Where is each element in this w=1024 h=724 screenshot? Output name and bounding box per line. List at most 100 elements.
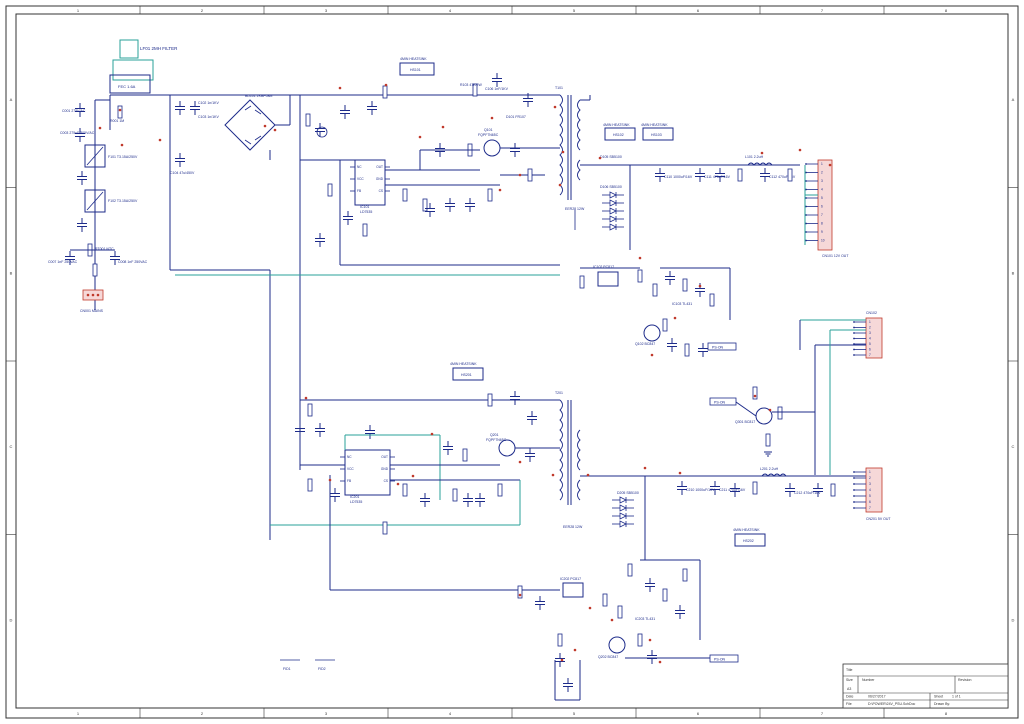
upper-opto-label: IC102 PC817 — [593, 265, 614, 269]
test-point-marker — [518, 460, 522, 464]
test-point-marker — [610, 618, 614, 622]
cy2-label: C008 1nF 250VAC — [118, 260, 148, 264]
connector-pin: 4 — [869, 337, 871, 341]
size-value: A3 — [847, 687, 851, 691]
lower-transistor — [608, 636, 626, 654]
upper-out-heatsink-b-ref: HS103 — [651, 133, 662, 137]
upper-signal-label: PS-ON — [712, 346, 724, 350]
lower-controller-part: LD7535 — [350, 500, 362, 504]
upper-mosfet-ref: Q101 — [484, 128, 493, 132]
connector-pin: 3 — [869, 482, 871, 486]
diode — [619, 496, 627, 504]
connector-pin: 10 — [821, 239, 825, 243]
lower-controller-ref: IC201 — [350, 495, 359, 499]
bridge-cap2-label: C103 1n/1KV — [198, 115, 219, 119]
lower-transformer — [559, 399, 581, 505]
lower-connector-label: CN201 5V OUT — [866, 517, 891, 521]
bridge-cap1-label: C102 1n/1KV — [198, 101, 219, 105]
test-point-marker — [586, 473, 590, 477]
upper-shunt-label: IC103 TL431 — [672, 302, 692, 306]
test-point-marker — [598, 156, 602, 160]
diode — [619, 520, 627, 528]
test-point-marker — [560, 658, 564, 662]
lower-heatsink — [452, 367, 484, 381]
lower-opto-label: IC202 PC817 — [560, 577, 581, 581]
frame-marker-top: 3 — [325, 8, 328, 13]
lower-out-heatsink-label: 4MIN HEATSINK — [733, 528, 760, 532]
thermistor-label: RT001 NTC — [95, 247, 114, 251]
upper-rectifier-array — [602, 191, 624, 231]
connector-pin: 6 — [869, 348, 871, 352]
connector-pin: 1 — [869, 470, 871, 474]
test-point-marker — [263, 124, 267, 128]
connector-pin: 6 — [821, 205, 823, 209]
upper-rectifier-label: D105 SB5100 — [600, 155, 622, 159]
lower-shunt-label: IC203 TL431 — [635, 617, 655, 621]
ic-pin-label: OUT — [381, 455, 388, 459]
bridge-label: BD101 2KBP08M — [245, 94, 273, 98]
frame-marker-right: C — [1012, 444, 1015, 449]
lower-cout3-label: C212 470uF/16V — [794, 491, 821, 495]
frame-marker-top: 7 — [821, 8, 824, 13]
connector-pin: 4 — [869, 488, 871, 492]
lower-output: D205 SB5100 C210 1000uF/16V C211 470uF/1… — [329, 467, 891, 701]
frame-marker-bottom: 3 — [325, 711, 328, 716]
test-point-marker — [551, 473, 555, 477]
line-filter-label: LF01 2MH FILTER — [140, 46, 178, 51]
upper-controller-ic — [354, 159, 386, 206]
upper-transformer-note: EER28 12W — [565, 207, 585, 211]
bulk-cap-label: C104 47u/450V — [170, 171, 195, 175]
frame-marker-top: 6 — [697, 8, 700, 13]
diode — [609, 191, 617, 199]
fiducials: FID1 FID2 — [280, 659, 335, 671]
upper-cout3-label: C112 470uF/16V — [769, 175, 796, 179]
connector-pin: 5 — [869, 342, 871, 346]
upper-heatsink-ref: HS101 — [410, 68, 421, 72]
test-point-marker — [648, 638, 652, 642]
upper-transistor-label: Q102 BC847 — [635, 342, 655, 346]
upper-optocoupler — [597, 271, 619, 287]
ic-pin-label: NC — [347, 455, 352, 459]
lower-heatsink-ref: HS201 — [461, 373, 472, 377]
upper-signal-flag — [707, 342, 737, 351]
ic-pin-label: CS — [379, 189, 383, 193]
lower-mosfet — [498, 439, 516, 457]
test-point-marker — [638, 256, 642, 260]
connector-pin: 5 — [821, 196, 823, 200]
upper-inductor — [747, 162, 773, 166]
lower-cout2-label: C211 470uF/16V — [719, 488, 746, 492]
connector-pin: 7 — [821, 213, 823, 217]
fuse-1 — [84, 144, 106, 168]
date-value: 06/27/2017 — [868, 695, 886, 699]
connector-pin: 3 — [821, 179, 823, 183]
fuse1-label: F101 T3.15A/250V — [108, 155, 138, 159]
test-point-marker — [338, 86, 342, 90]
fuse-2 — [84, 189, 106, 213]
frame-marker-bottom: 7 — [821, 711, 824, 716]
frame-marker-right: A — [1012, 97, 1015, 102]
frame-marker-left: D — [10, 617, 13, 622]
upper-output: 4MIN HEATSINK HS102 4MIN HEATSINK HS103 … — [175, 123, 849, 358]
ic-pin-label: GND — [381, 467, 389, 471]
frame-marker-bottom: 4 — [449, 711, 452, 716]
fuse2-label: F102 T3.15A/250V — [108, 199, 138, 203]
title-label: Title — [846, 668, 853, 672]
upper-transistor — [643, 324, 661, 342]
test-point-marker — [760, 151, 764, 155]
upper-mosfet — [483, 139, 501, 157]
bridge-rectifier — [224, 99, 276, 151]
upper-heatsink — [399, 62, 435, 76]
lower-rectifier-array — [612, 496, 634, 528]
test-point-marker — [798, 148, 802, 152]
lower-mosfet-ref: Q201 — [490, 433, 499, 437]
cx2-label: C003 275uF/305V/AC — [60, 131, 95, 135]
upper-inductor-label: L101 2.2uH — [745, 155, 764, 159]
test-point-marker — [768, 408, 772, 412]
upper-out-heatsink-a — [604, 127, 636, 141]
lower-rectifier-label: D205 SB5100 — [617, 491, 639, 495]
diode — [619, 504, 627, 512]
frame-marker-top: 4 — [449, 8, 452, 13]
lower-optocoupler — [562, 582, 584, 598]
